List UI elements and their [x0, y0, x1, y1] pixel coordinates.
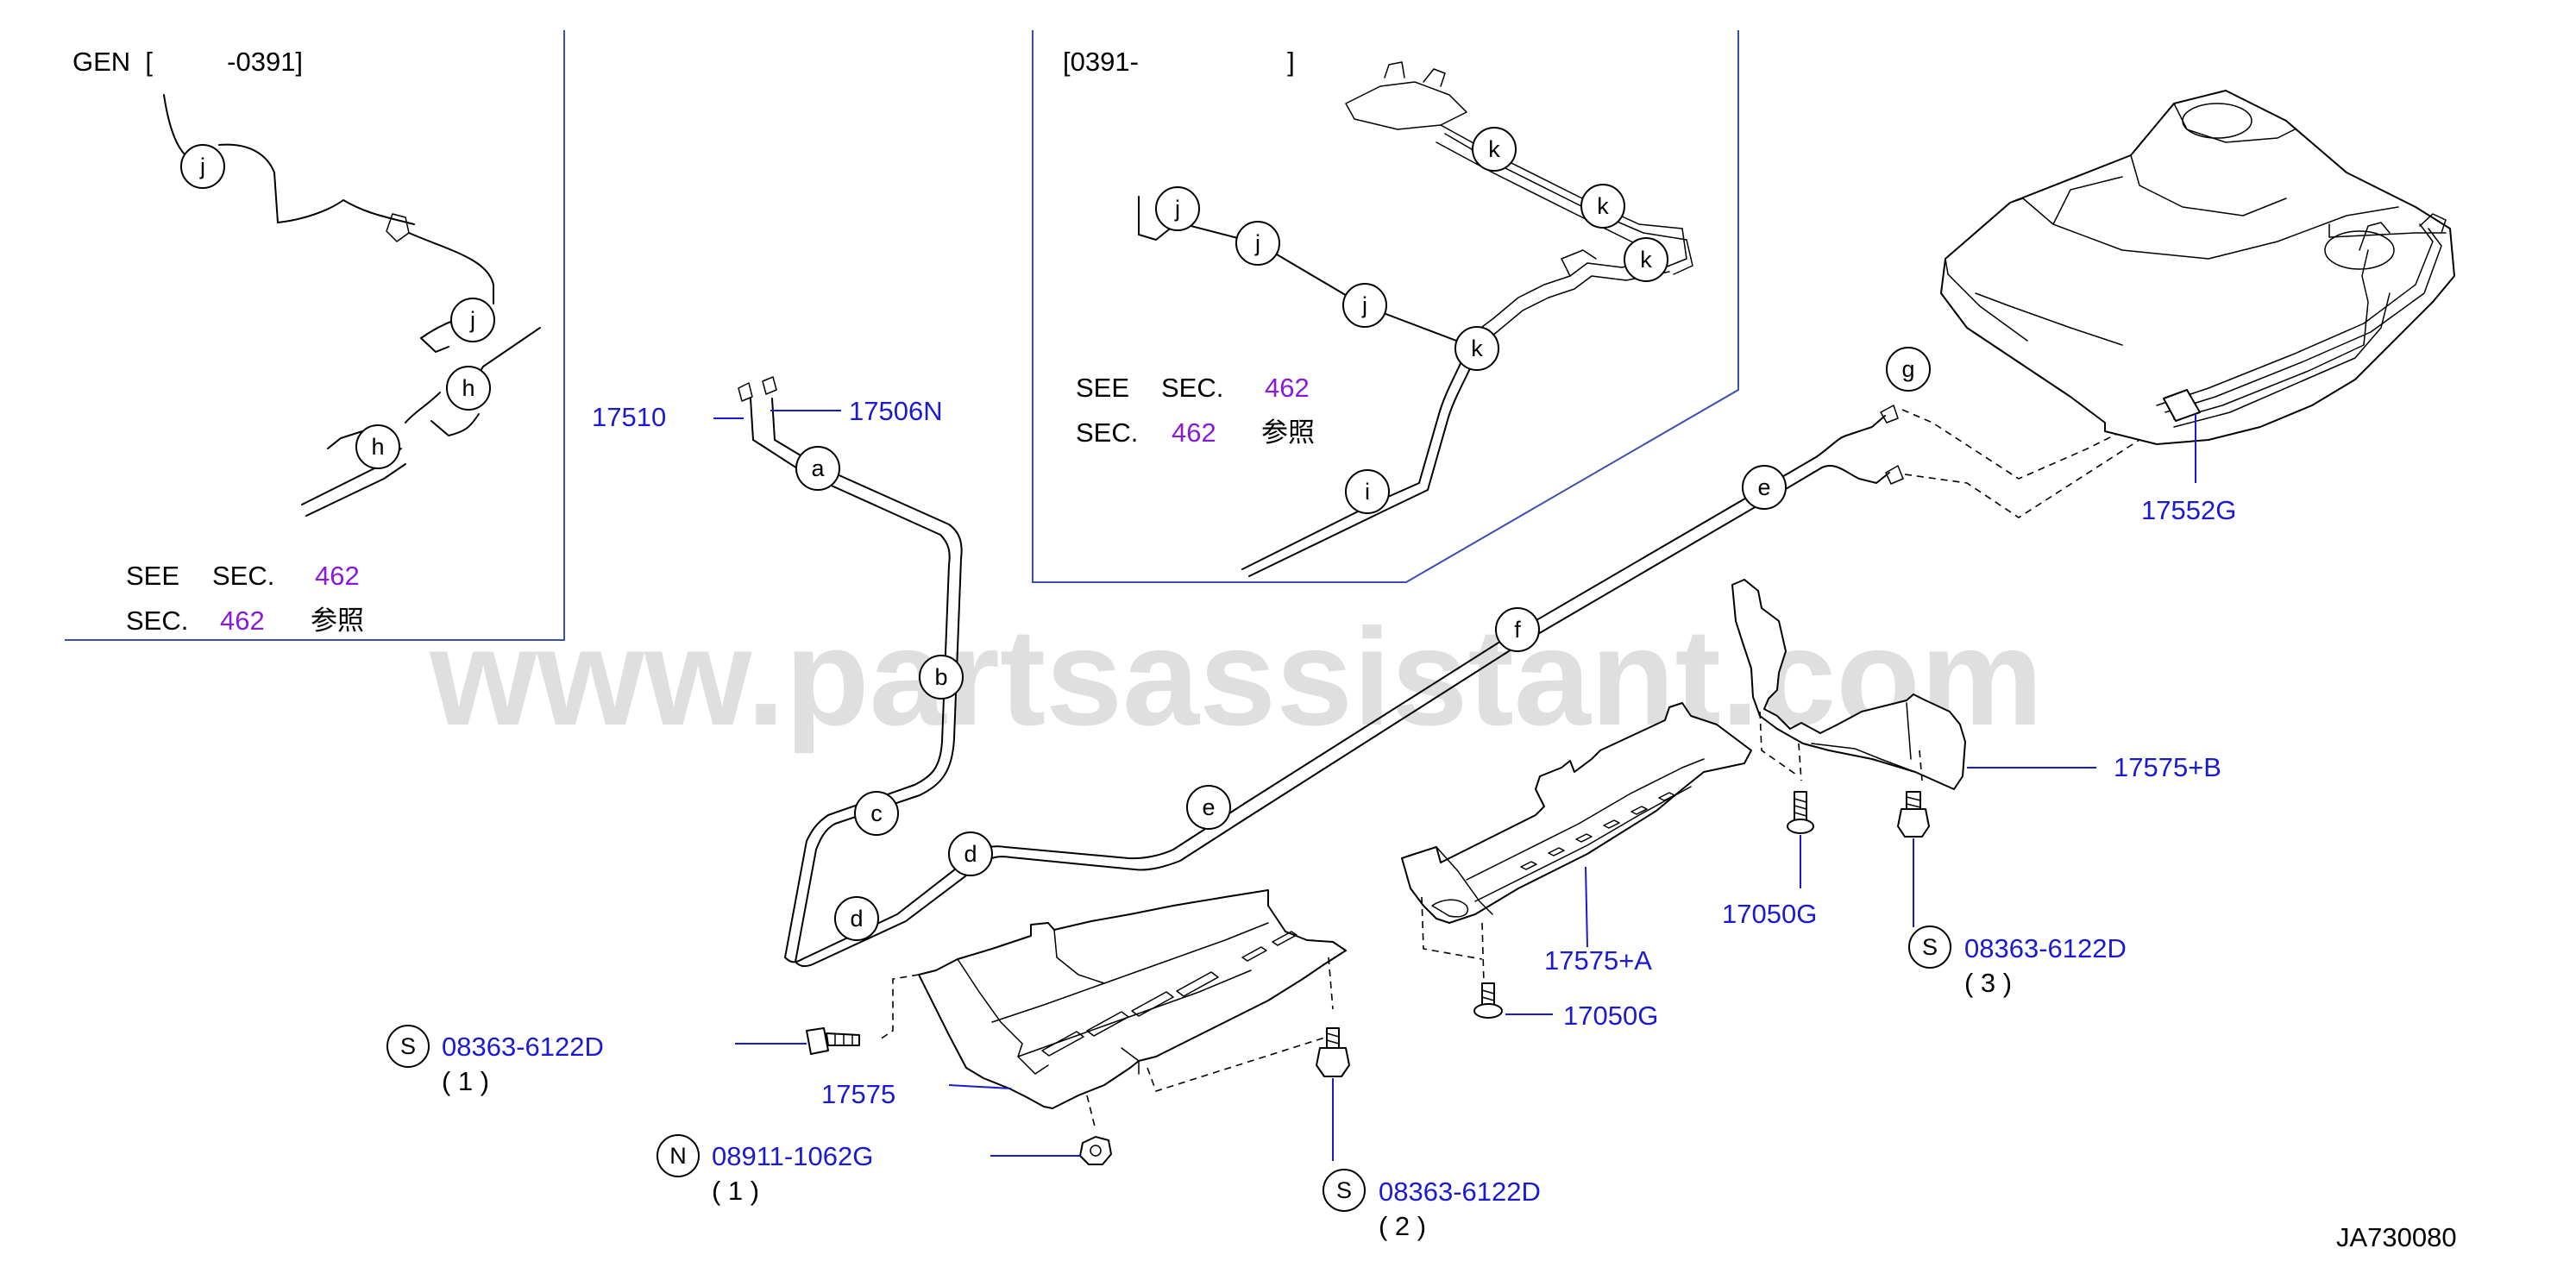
sec-label: SEC. — [1076, 417, 1138, 448]
svg-text:k: k — [1597, 193, 1609, 219]
callout-h: h — [355, 424, 400, 469]
callout-i: i — [1345, 469, 1390, 514]
part-number-17552G[interactable]: 17552G — [2141, 495, 2236, 525]
reference-label: 参照 — [311, 605, 364, 636]
callout-d: d — [834, 896, 879, 941]
main-fuel-pipes — [738, 376, 1904, 968]
section-ref-link[interactable]: 462 — [220, 605, 265, 636]
svg-text:k: k — [1488, 136, 1500, 162]
part-number-17575A[interactable]: 17575+A — [1544, 945, 1652, 976]
callout-e: e — [1742, 465, 1787, 510]
section-ref-link[interactable]: 462 — [315, 561, 360, 591]
part-number-08363-6122D[interactable]: 08363-6122D — [1964, 933, 2127, 963]
sec-label: SEC. — [1161, 373, 1223, 403]
svg-text:i: i — [1365, 479, 1370, 505]
fastener-s3: S 08363-6122D ( 3 ) — [1908, 925, 2127, 998]
section-ref-link[interactable]: 462 — [1265, 373, 1310, 403]
svg-text:d: d — [850, 906, 863, 932]
part-number-08363-6122D[interactable]: 08363-6122D — [1379, 1176, 1541, 1207]
sec-label: SEC. — [212, 561, 274, 591]
svg-text:f: f — [1514, 617, 1521, 643]
bolt-08363-6122D-2 — [1316, 1027, 1350, 1077]
bolt-17050G-lower — [1473, 982, 1503, 1019]
quantity-label: ( 3 ) — [1964, 968, 2012, 998]
see-label: SEE — [126, 561, 179, 591]
callout-d: d — [948, 831, 993, 876]
symbol-s: S — [400, 1033, 416, 1059]
callout-j: j — [1155, 186, 1200, 231]
bolt-08363-6122D-1 — [806, 1027, 860, 1055]
svg-text:b: b — [934, 664, 947, 690]
quantity-label: ( 1 ) — [442, 1066, 489, 1096]
symbol-n: N — [669, 1143, 687, 1169]
symbol-s: S — [1922, 934, 1938, 960]
drawing-code: JA730080 — [2336, 1222, 2457, 1252]
symbol-s: S — [1336, 1177, 1352, 1203]
fastener-n1: N 08911-1062G ( 1 ) — [657, 1134, 873, 1206]
callout-e: e — [1186, 785, 1231, 830]
tank-connection-dashed — [1901, 409, 2149, 480]
sec-label: SEC. — [126, 605, 188, 636]
section-ref-link[interactable]: 462 — [1172, 417, 1216, 448]
svg-text:c: c — [870, 800, 883, 826]
callout-f: f — [1495, 607, 1540, 652]
protector-17575 — [918, 889, 1347, 1109]
svg-text:j: j — [1361, 292, 1367, 318]
protector-17575A — [1401, 702, 1752, 924]
part-number-17506N[interactable]: 17506N — [849, 396, 943, 426]
svg-text:a: a — [811, 455, 825, 481]
svg-text:k: k — [1640, 247, 1652, 273]
fuel-tank — [1940, 90, 2455, 445]
quantity-label: ( 1 ) — [712, 1176, 759, 1206]
svg-text:j: j — [1254, 230, 1260, 256]
callout-j: j — [1342, 283, 1387, 328]
part-number-17050G-upper[interactable]: 17050G — [1722, 899, 1817, 929]
fastener-s2: S 08363-6122D ( 2 ) — [1323, 1169, 1541, 1241]
inset-center-range: [0391- ] — [1063, 47, 1295, 77]
part-number-17510[interactable]: 17510 — [592, 402, 666, 432]
callout-h: h — [446, 366, 491, 411]
inset-left-border — [65, 30, 565, 641]
svg-text:j: j — [469, 307, 475, 333]
callout-j: j — [450, 298, 495, 342]
callout-k: k — [1580, 184, 1625, 229]
callout-j: j — [180, 144, 225, 189]
inset-left: GEN [ -0391] j j h h SEE SE — [65, 30, 565, 641]
callout-j: j — [1235, 221, 1280, 266]
svg-text:k: k — [1471, 336, 1483, 361]
callout-k: k — [1472, 127, 1517, 172]
svg-text:d: d — [964, 841, 977, 867]
part-number-17575[interactable]: 17575 — [821, 1079, 895, 1109]
nut-08911-1062G — [1079, 1136, 1112, 1165]
inset-center-border — [1032, 30, 1739, 583]
inset-center: [0391- ] k k k — [1032, 30, 1739, 583]
svg-text:h: h — [371, 434, 384, 460]
quantity-label: ( 2 ) — [1379, 1211, 1426, 1241]
callout-g: g — [1886, 347, 1931, 392]
bolt-08363-6122D-3 — [1897, 791, 1930, 838]
svg-text:g: g — [1901, 356, 1914, 382]
part-number-17050G-lower[interactable]: 17050G — [1563, 1001, 1658, 1031]
part-number-17575B[interactable]: 17575+B — [2114, 752, 2221, 782]
callout-b: b — [919, 655, 964, 700]
inset-left-range: GEN [ -0391] — [72, 47, 303, 77]
callout-a: a — [795, 446, 840, 491]
svg-text:j: j — [199, 154, 205, 179]
svg-text:h: h — [462, 375, 474, 401]
callout-k: k — [1454, 326, 1499, 371]
reference-label: 参照 — [1261, 417, 1315, 448]
part-number-08911-1062G[interactable]: 08911-1062G — [712, 1141, 873, 1171]
bolt-17050G-upper — [1787, 791, 1814, 834]
svg-text:j: j — [1174, 196, 1180, 222]
callout-c: c — [854, 791, 899, 836]
see-label: SEE — [1076, 373, 1129, 403]
callout-k: k — [1624, 237, 1668, 282]
svg-text:e: e — [1757, 474, 1770, 500]
protector-17575B — [1731, 579, 1966, 790]
part-number-08363-6122D[interactable]: 08363-6122D — [442, 1032, 604, 1062]
svg-text:e: e — [1202, 794, 1215, 820]
fastener-s1: S 08363-6122D ( 1 ) — [386, 1025, 604, 1096]
